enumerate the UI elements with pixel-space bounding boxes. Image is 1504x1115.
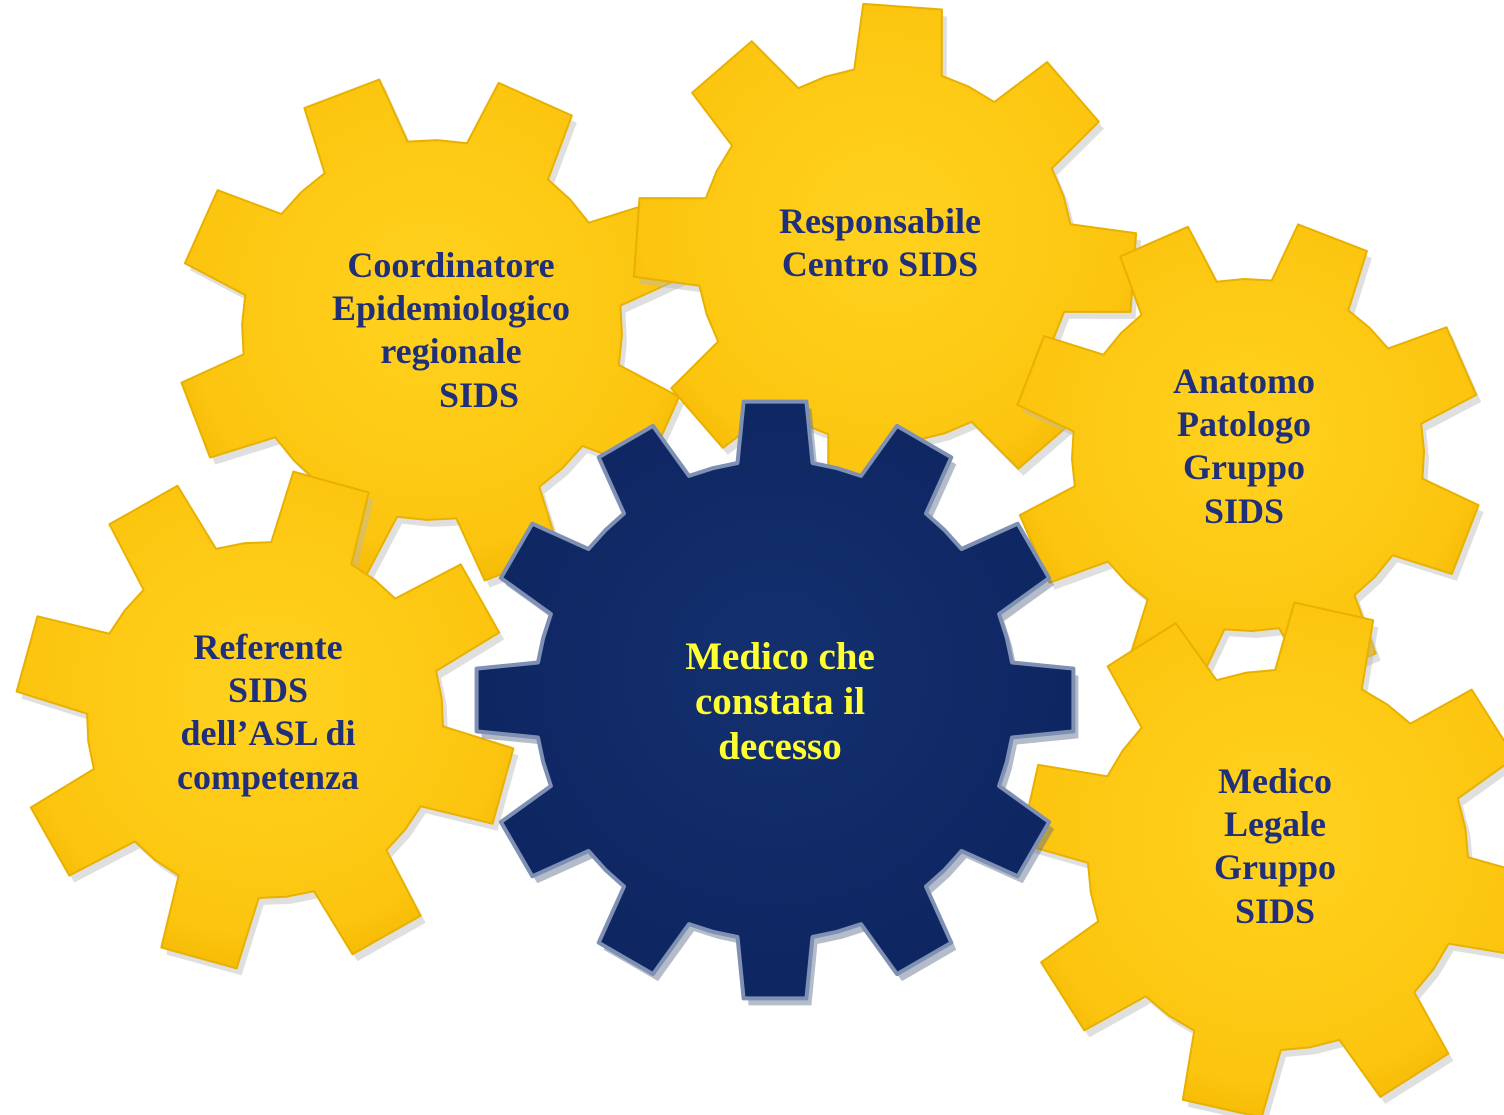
gear-medico [474,399,1076,1001]
gear-label-medico: Medico che constata il decesso [640,634,920,770]
referente-line-3: dell’ASL di [180,713,356,754]
legale-line-1: Medico [1218,761,1332,801]
gear-referente [15,470,515,970]
coordinatore-line-1: Coordinatore [347,245,555,285]
gear-label-anatomo: Anatomo Patologo Gruppo SIDS [1144,360,1344,533]
medico-line-1: Medico che [685,635,875,678]
anatomo-line-3: Gruppo [1182,447,1306,488]
gear-label-coordinatore: Coordinatore Epidemiologico regionale SI… [306,244,596,417]
coordinatore-line-3: regionale [380,331,522,372]
referente-line-1: Referente [193,627,343,667]
coordinatore-line-2: Epidemiologico [331,288,570,329]
medico-line-2: constata il [694,680,866,724]
gear-label-legale: Medico Legale Gruppo SIDS [1180,760,1370,933]
legale-line-2: Legale [1224,804,1326,845]
anatomo-line-2: Patologo [1177,404,1311,445]
anatomo-line-4: SIDS [1203,490,1285,531]
responsabile-line-1: Responsabile [778,201,982,241]
gear-anatomo [1016,223,1480,687]
legale-line-3: Gruppo [1213,847,1337,888]
legale-line-4: SIDS [1234,890,1316,931]
gear-label-referente: Referente SIDS dell’ASL di competenza [148,626,388,799]
medico-line-3: decesso [718,725,842,769]
responsabile-line-2: Centro SIDS [781,244,979,285]
gear-legale [1019,601,1504,1115]
gear-label-responsabile: Responsabile Centro SIDS [740,200,1020,286]
anatomo-line-1: Anatomo [1173,361,1315,401]
coordinatore-line-4: SIDS [438,374,520,415]
referente-line-4: competenza [177,756,359,797]
referente-line-2: SIDS [227,670,309,711]
